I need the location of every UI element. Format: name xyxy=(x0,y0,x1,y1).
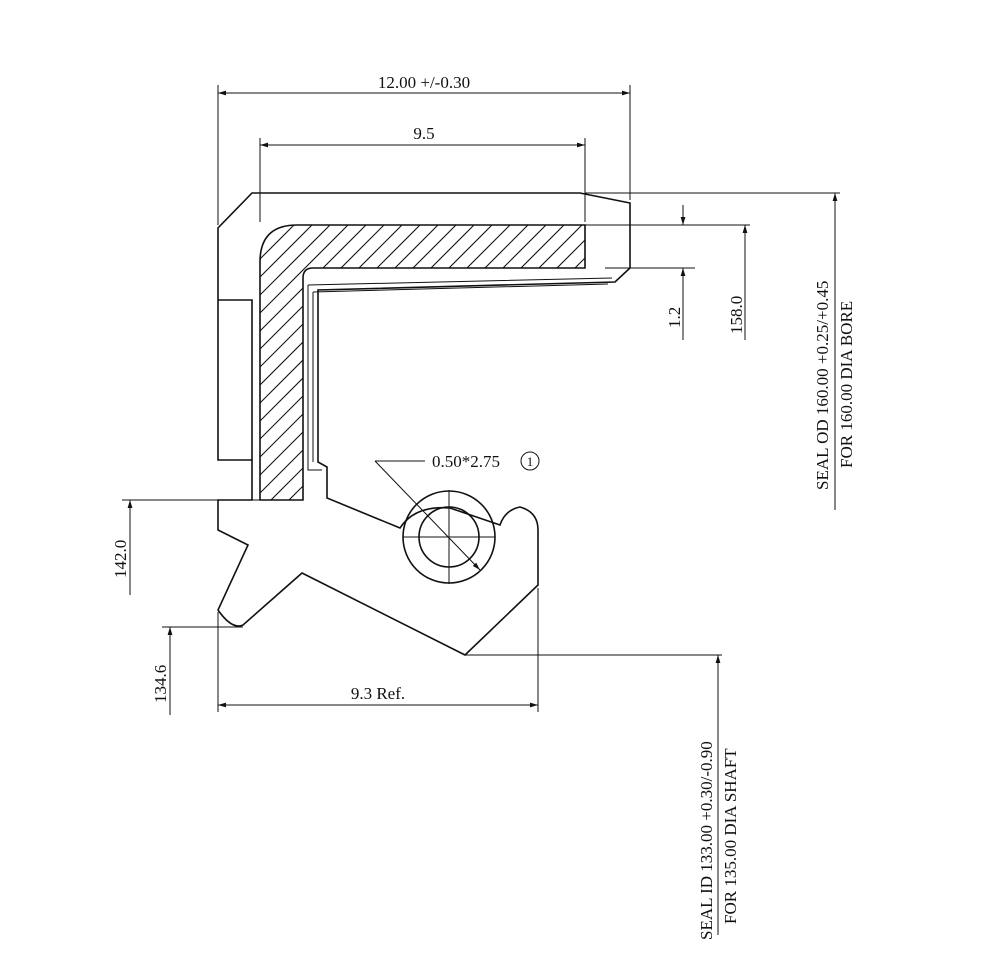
dim-142-label: 142.0 xyxy=(111,540,130,578)
hatch-line xyxy=(260,225,277,500)
hatch-line xyxy=(260,225,331,500)
hatch-line xyxy=(0,225,186,515)
case-width-label: 9.5 xyxy=(413,124,434,143)
seal-od-bore-text: FOR 160.00 DIA BORE xyxy=(837,301,856,468)
spring-label: 0.50*2.75 xyxy=(432,452,500,471)
seal-body-outline xyxy=(217,192,631,656)
spring-leader xyxy=(374,460,481,571)
hatch-line xyxy=(260,225,295,500)
hatch-line xyxy=(0,225,258,515)
hatch-line xyxy=(0,225,150,515)
case-thickness-label: 1.2 xyxy=(665,307,684,328)
hatch-line xyxy=(260,225,349,500)
seal-id-text: SEAL ID 133.00 +0.30/-0.90 xyxy=(697,741,716,940)
metal-case xyxy=(259,224,586,501)
hatch-line xyxy=(0,225,168,515)
dim-134-label: 134.6 xyxy=(151,665,170,703)
ref-width-label: 9.3 Ref. xyxy=(351,684,405,703)
hatch-line xyxy=(260,225,313,500)
seal-id-shaft-text: FOR 135.00 DIA SHAFT xyxy=(721,748,740,924)
seal-od-text: SEAL OD 160.00 +0.25/+0.45 xyxy=(813,281,832,490)
od-step xyxy=(218,299,253,460)
hatch-line xyxy=(0,225,204,515)
item-number: 1 xyxy=(527,454,534,469)
inner-liner xyxy=(307,277,613,471)
hatch-line xyxy=(0,225,222,515)
od-height-label: 158.0 xyxy=(727,296,746,334)
item-balloon xyxy=(520,451,540,471)
overall-width-label: 12.00 +/-0.30 xyxy=(378,73,470,92)
hatch-line xyxy=(0,225,240,515)
